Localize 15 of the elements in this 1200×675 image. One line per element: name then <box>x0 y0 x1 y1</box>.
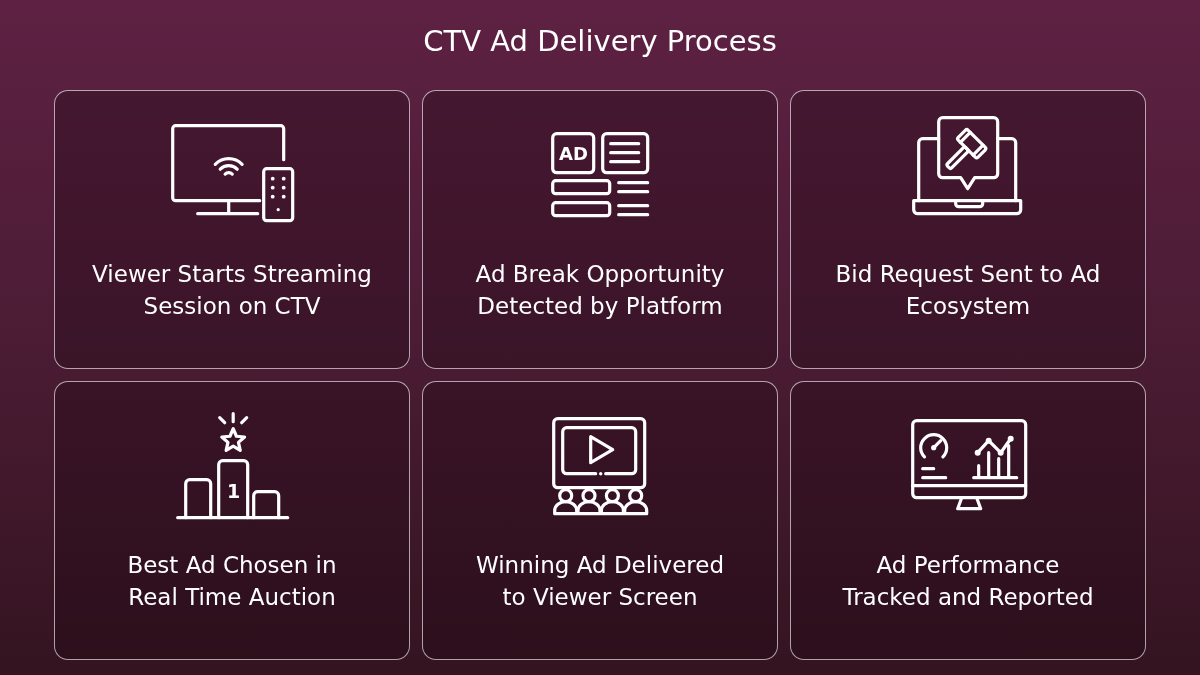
step-card <box>422 381 778 660</box>
step-text: Viewer Starts Streaming Session on CTV <box>91 260 373 321</box>
step-card <box>54 90 410 369</box>
icon-text: 1 <box>226 481 241 500</box>
step-card <box>54 381 410 660</box>
step-card <box>422 90 778 369</box>
step-card <box>790 381 1146 660</box>
title: CTV Ad Delivery Process <box>422 23 778 59</box>
step-text: Ad Break Opportunity Detected by Platform <box>474 260 726 321</box>
step-text: Ad Performance Tracked and Reported <box>841 551 1095 612</box>
step-card <box>790 90 1146 369</box>
icon-text: AD <box>559 144 588 163</box>
step-text: Best Ad Chosen in Real Time Auction <box>126 551 338 612</box>
step-text: Winning Ad Delivered to Viewer Screen <box>475 551 725 612</box>
step-text: Bid Request Sent to Ad Ecosystem <box>834 260 1102 321</box>
